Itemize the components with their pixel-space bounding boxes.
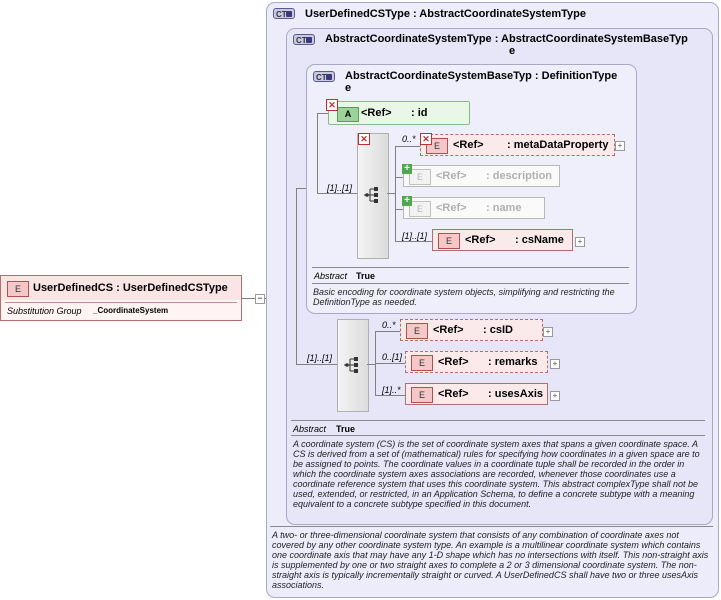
subst-group-value: _CoordinateSystem (93, 306, 169, 315)
minus-square-icon (286, 11, 292, 17)
element-name: : usesAxis (488, 388, 544, 400)
mid-documentation: A coordinate system (CS) is the set of c… (293, 439, 700, 509)
attribute-id[interactable]: A <Ref> : id (328, 101, 470, 125)
red-x-icon: ✕ (326, 99, 338, 111)
ct-badge-outer: CT (273, 8, 295, 19)
element-tag: E (409, 169, 431, 185)
mid-abstract-label: Abstract (293, 424, 327, 434)
element-name: : name (486, 202, 522, 214)
outer-type-title: UserDefinedCSType : AbstractCoordinateSy… (305, 8, 586, 20)
element-tag: E (406, 323, 428, 339)
element-tag: E (409, 201, 431, 217)
red-x-icon: ✕ (358, 133, 370, 145)
divider (270, 526, 713, 527)
plus-box-icon[interactable]: + (543, 327, 553, 337)
sequence-compositor-icon (364, 187, 378, 203)
element-name: : remarks (488, 356, 538, 368)
root-title: UserDefinedCS : UserDefinedCSType (33, 282, 228, 294)
element-ref: <Ref> (453, 139, 484, 151)
attribute-name: : id (411, 107, 428, 119)
connector (317, 113, 318, 194)
element-name: : description (486, 170, 553, 182)
element-metadata-property[interactable]: E <Ref> : metaDataProperty (420, 134, 615, 156)
divider (312, 283, 629, 284)
connector (395, 241, 432, 242)
connector (395, 146, 420, 147)
mid-type-title-1: AbstractCoordinateSystemType : AbstractC… (325, 33, 688, 45)
divider (291, 435, 705, 436)
inner-abstract-value: True (356, 271, 376, 281)
connector (395, 177, 403, 178)
element-csname[interactable]: E <Ref> : csName (432, 229, 573, 251)
remarks-occurrence: 0..[1] (382, 352, 403, 362)
root-header (1, 276, 241, 300)
element-tag: E (411, 387, 433, 403)
plus-box-icon[interactable]: + (550, 391, 560, 401)
csname-occurrence: [1]..[1] (402, 231, 428, 241)
element-name: : csID (483, 324, 513, 336)
divider (291, 420, 705, 421)
inner-abstract-label: Abstract (314, 271, 348, 281)
element-ref: <Ref> (436, 202, 467, 214)
usesaxis-occurrence: [1]..* (382, 385, 401, 395)
divider (5, 302, 237, 303)
element-remarks[interactable]: E <Ref> : remarks (405, 351, 548, 373)
attribute-ref: <Ref> (361, 107, 392, 119)
inner-type-title-2: e (345, 82, 352, 94)
element-tag: E (411, 355, 433, 371)
element-name: : csName (515, 234, 564, 246)
element-ref: <Ref> (436, 170, 467, 182)
connector (296, 188, 306, 189)
root-connector (242, 298, 266, 299)
plus-box-icon[interactable]: + (575, 237, 585, 247)
plus-box-icon[interactable]: + (550, 359, 560, 369)
green-plus-icon: + (402, 196, 412, 206)
element-csid[interactable]: E <Ref> : csID (400, 319, 543, 341)
inner-type-title-1: AbstractCoordinateSystemBaseTyp : Defini… (345, 70, 618, 82)
connector (395, 146, 396, 241)
mid-type-title-2: e (509, 45, 516, 57)
subst-group-label: Substitution Group (7, 306, 82, 316)
element-tag: E (7, 281, 29, 297)
element-ref: <Ref> (438, 356, 469, 368)
element-tag: E (438, 233, 460, 249)
attribute-tag: A (337, 107, 359, 122)
minus-square-icon (326, 74, 332, 80)
metadata-occurrence: 0..* (402, 134, 416, 144)
connector (375, 363, 405, 364)
outer-documentation: A two- or three-dimensional coordinate s… (272, 530, 709, 590)
element-name: : metaDataProperty (507, 139, 609, 151)
mid-abstract-value: True (336, 424, 356, 434)
minus-square-icon (306, 37, 312, 43)
connector (317, 113, 328, 114)
connector (375, 331, 400, 332)
connector (296, 364, 337, 365)
sequence-compositor-icon (344, 357, 358, 373)
mid-sequence-occurrence: [1]..[1] (307, 353, 333, 363)
plus-box-icon[interactable]: + (615, 141, 625, 151)
connector (367, 364, 375, 365)
ct-badge-inner: CT (313, 71, 335, 82)
inner-sequence[interactable] (357, 133, 389, 259)
element-name-ref[interactable]: E <Ref> : name (403, 197, 545, 219)
element-ref: <Ref> (465, 234, 496, 246)
element-ref: <Ref> (438, 388, 469, 400)
csid-occurrence: 0..* (382, 320, 396, 330)
connector (395, 209, 403, 210)
green-plus-icon: + (402, 164, 412, 174)
connector (317, 193, 357, 194)
connector (387, 193, 395, 194)
connector (375, 395, 405, 396)
divider (312, 267, 629, 268)
red-x-icon: ✕ (420, 133, 432, 145)
ct-badge-mid: CT (293, 34, 315, 45)
element-ref: <Ref> (433, 324, 464, 336)
element-usesaxis[interactable]: E <Ref> : usesAxis (405, 383, 548, 405)
inner-documentation: Basic encoding for coordinate system obj… (313, 287, 615, 307)
inner-sequence-occurrence: [1]..[1] (327, 183, 353, 193)
collapse-icon[interactable]: − (255, 294, 265, 304)
element-description[interactable]: E <Ref> : description (403, 165, 560, 187)
connector (296, 188, 297, 365)
root-element-box[interactable]: E UserDefinedCS : UserDefinedCSType Subs… (0, 275, 242, 321)
